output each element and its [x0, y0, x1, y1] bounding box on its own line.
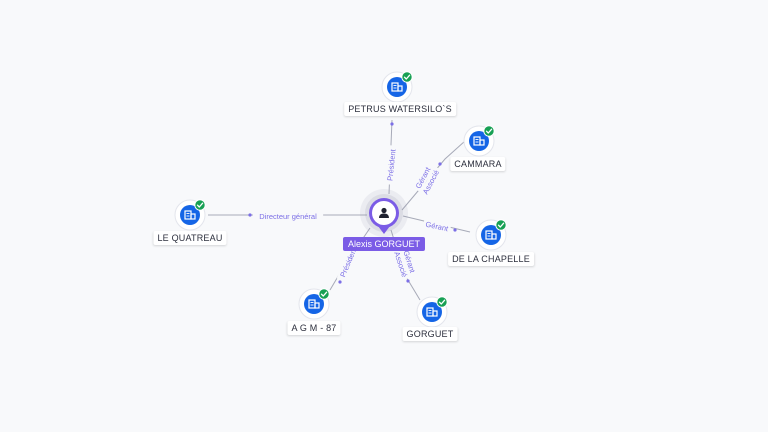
edge-label-bg	[412, 163, 434, 193]
verified-check-icon	[436, 296, 448, 308]
edge-label-bg	[384, 145, 399, 185]
edge-label-bg	[336, 242, 361, 282]
verified-check-icon	[401, 71, 413, 83]
edge-label-bg	[252, 212, 324, 221]
edge-label-quatreau: Directeur général	[252, 212, 324, 221]
company-node-petrus[interactable]	[381, 71, 413, 103]
edge-label-bg	[422, 219, 452, 234]
building-icon	[481, 225, 501, 245]
person-node[interactable]	[360, 189, 408, 237]
edge-label-text: Directeur général	[259, 212, 317, 221]
company-label-quatreau[interactable]: LE QUATREAU	[153, 231, 227, 245]
edge-arrow-cammara	[438, 162, 442, 166]
company-node-gorguet[interactable]	[416, 296, 448, 328]
edge-arrow-petrus	[390, 122, 394, 126]
person-pin-tip	[378, 226, 390, 234]
company-label-gorguet[interactable]: GORGUET	[402, 327, 458, 341]
building-glyph	[308, 299, 320, 309]
building-glyph	[473, 136, 485, 146]
company-label-petrus[interactable]: PETRUS WATERSILO`S	[344, 102, 456, 116]
company-node-agm[interactable]	[298, 288, 330, 320]
building-icon	[422, 302, 442, 322]
edge-arrow-chapelle	[453, 228, 457, 232]
building-glyph	[485, 230, 497, 240]
edge-label-chapelle: Gérant	[422, 219, 452, 234]
edge-label-bg	[391, 248, 410, 281]
edge-label-bg	[400, 247, 418, 277]
company-node-cammara[interactable]	[463, 125, 495, 157]
building-icon	[469, 131, 489, 151]
edge-arrow-quatreau	[248, 213, 252, 217]
company-node-quatreau[interactable]	[174, 199, 206, 231]
building-icon	[304, 294, 324, 314]
company-label-cammara[interactable]: CAMMARA	[450, 157, 506, 171]
building-icon	[180, 205, 200, 225]
building-icon	[387, 77, 407, 97]
edge-cammara	[401, 140, 466, 211]
edge-arrow-gorguet	[406, 279, 410, 283]
edge-label-text: Gérant	[425, 220, 450, 234]
edge-arrow-agm	[338, 280, 342, 284]
verified-check-icon	[483, 125, 495, 137]
user-icon	[379, 207, 389, 218]
building-glyph	[391, 82, 403, 92]
verified-check-icon	[495, 219, 507, 231]
building-glyph	[184, 210, 196, 220]
edge-label-petrus: Président	[384, 145, 399, 185]
building-glyph	[426, 307, 438, 317]
person-name-label[interactable]: Alexis GORGUET	[342, 237, 426, 251]
verified-check-icon	[318, 288, 330, 300]
company-label-chapelle[interactable]: DE LA CHAPELLE	[448, 252, 534, 266]
edge-label-bg	[419, 166, 443, 199]
company-label-agm[interactable]: A G M - 87	[287, 321, 341, 335]
nodes-layer	[174, 71, 507, 328]
company-node-chapelle[interactable]	[475, 219, 507, 251]
verified-check-icon	[194, 199, 206, 211]
edge-label-text: Président	[385, 148, 397, 181]
